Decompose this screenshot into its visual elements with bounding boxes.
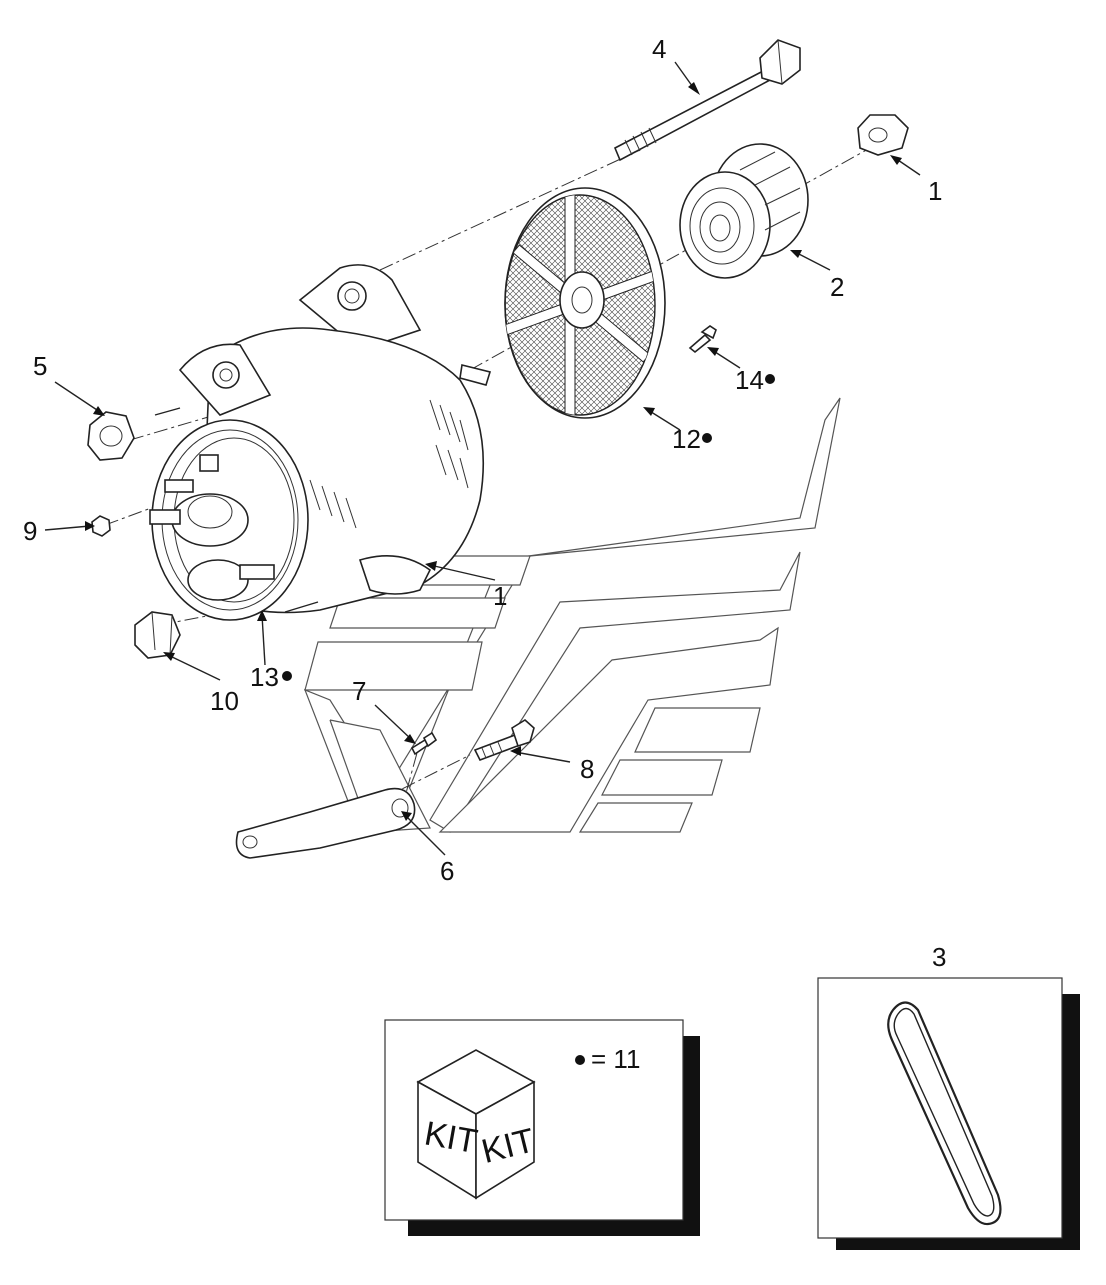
- callout-12: 12: [672, 424, 701, 454]
- part-12-fan-guard: [504, 187, 666, 419]
- callout-6: 6: [440, 856, 454, 886]
- part-8-bolt: [473, 719, 535, 762]
- belt-panel-frame: [817, 977, 1063, 1239]
- kit-dot-12: [702, 433, 712, 443]
- callout-1-body: 1: [493, 581, 507, 611]
- callout-3: 3: [932, 942, 946, 972]
- part-9-small-nut: [91, 515, 111, 537]
- kit-bullets: [282, 374, 775, 681]
- part-2-pulley: [679, 143, 809, 279]
- callout-14: 14: [735, 365, 764, 395]
- kit-panel: KIT KIT = 11: [384, 1019, 700, 1236]
- callout-8: 8: [580, 754, 594, 784]
- callout-5: 5: [33, 351, 47, 381]
- kit-face-left-label: KIT: [422, 1115, 481, 1162]
- part-7-screw: [410, 731, 438, 756]
- callout-7: 7: [352, 676, 366, 706]
- callout-4: 4: [652, 34, 666, 64]
- part-5-flange-nut: [87, 411, 135, 461]
- alternator-body: [149, 264, 492, 621]
- callout-1-nut: 1: [928, 176, 942, 206]
- callout-10: 10: [210, 686, 239, 716]
- callout-labels: 4 1 2 14 12 5 9 10 13 1 7 8 6 3: [23, 34, 946, 972]
- part-14-screw: [688, 325, 717, 354]
- kit-cube-icon: KIT KIT: [416, 1049, 538, 1200]
- callout-2: 2: [830, 272, 844, 302]
- callout-9: 9: [23, 516, 37, 546]
- part-6-bracket: [235, 787, 416, 859]
- kit-legend-dot: [575, 1055, 585, 1065]
- part-1-flange-nut: [857, 114, 909, 156]
- part-3-belt: [887, 1001, 1002, 1226]
- leader-arrowheads: [85, 82, 902, 821]
- callout-13: 13: [250, 662, 279, 692]
- kit-legend-text: = 11: [591, 1044, 640, 1074]
- kit-dot-14: [765, 374, 775, 384]
- kit-dot-13: [282, 671, 292, 681]
- belt-panel: [817, 977, 1080, 1250]
- part-10-hex-nut: [134, 611, 181, 659]
- part-4-long-bolt: [613, 39, 801, 162]
